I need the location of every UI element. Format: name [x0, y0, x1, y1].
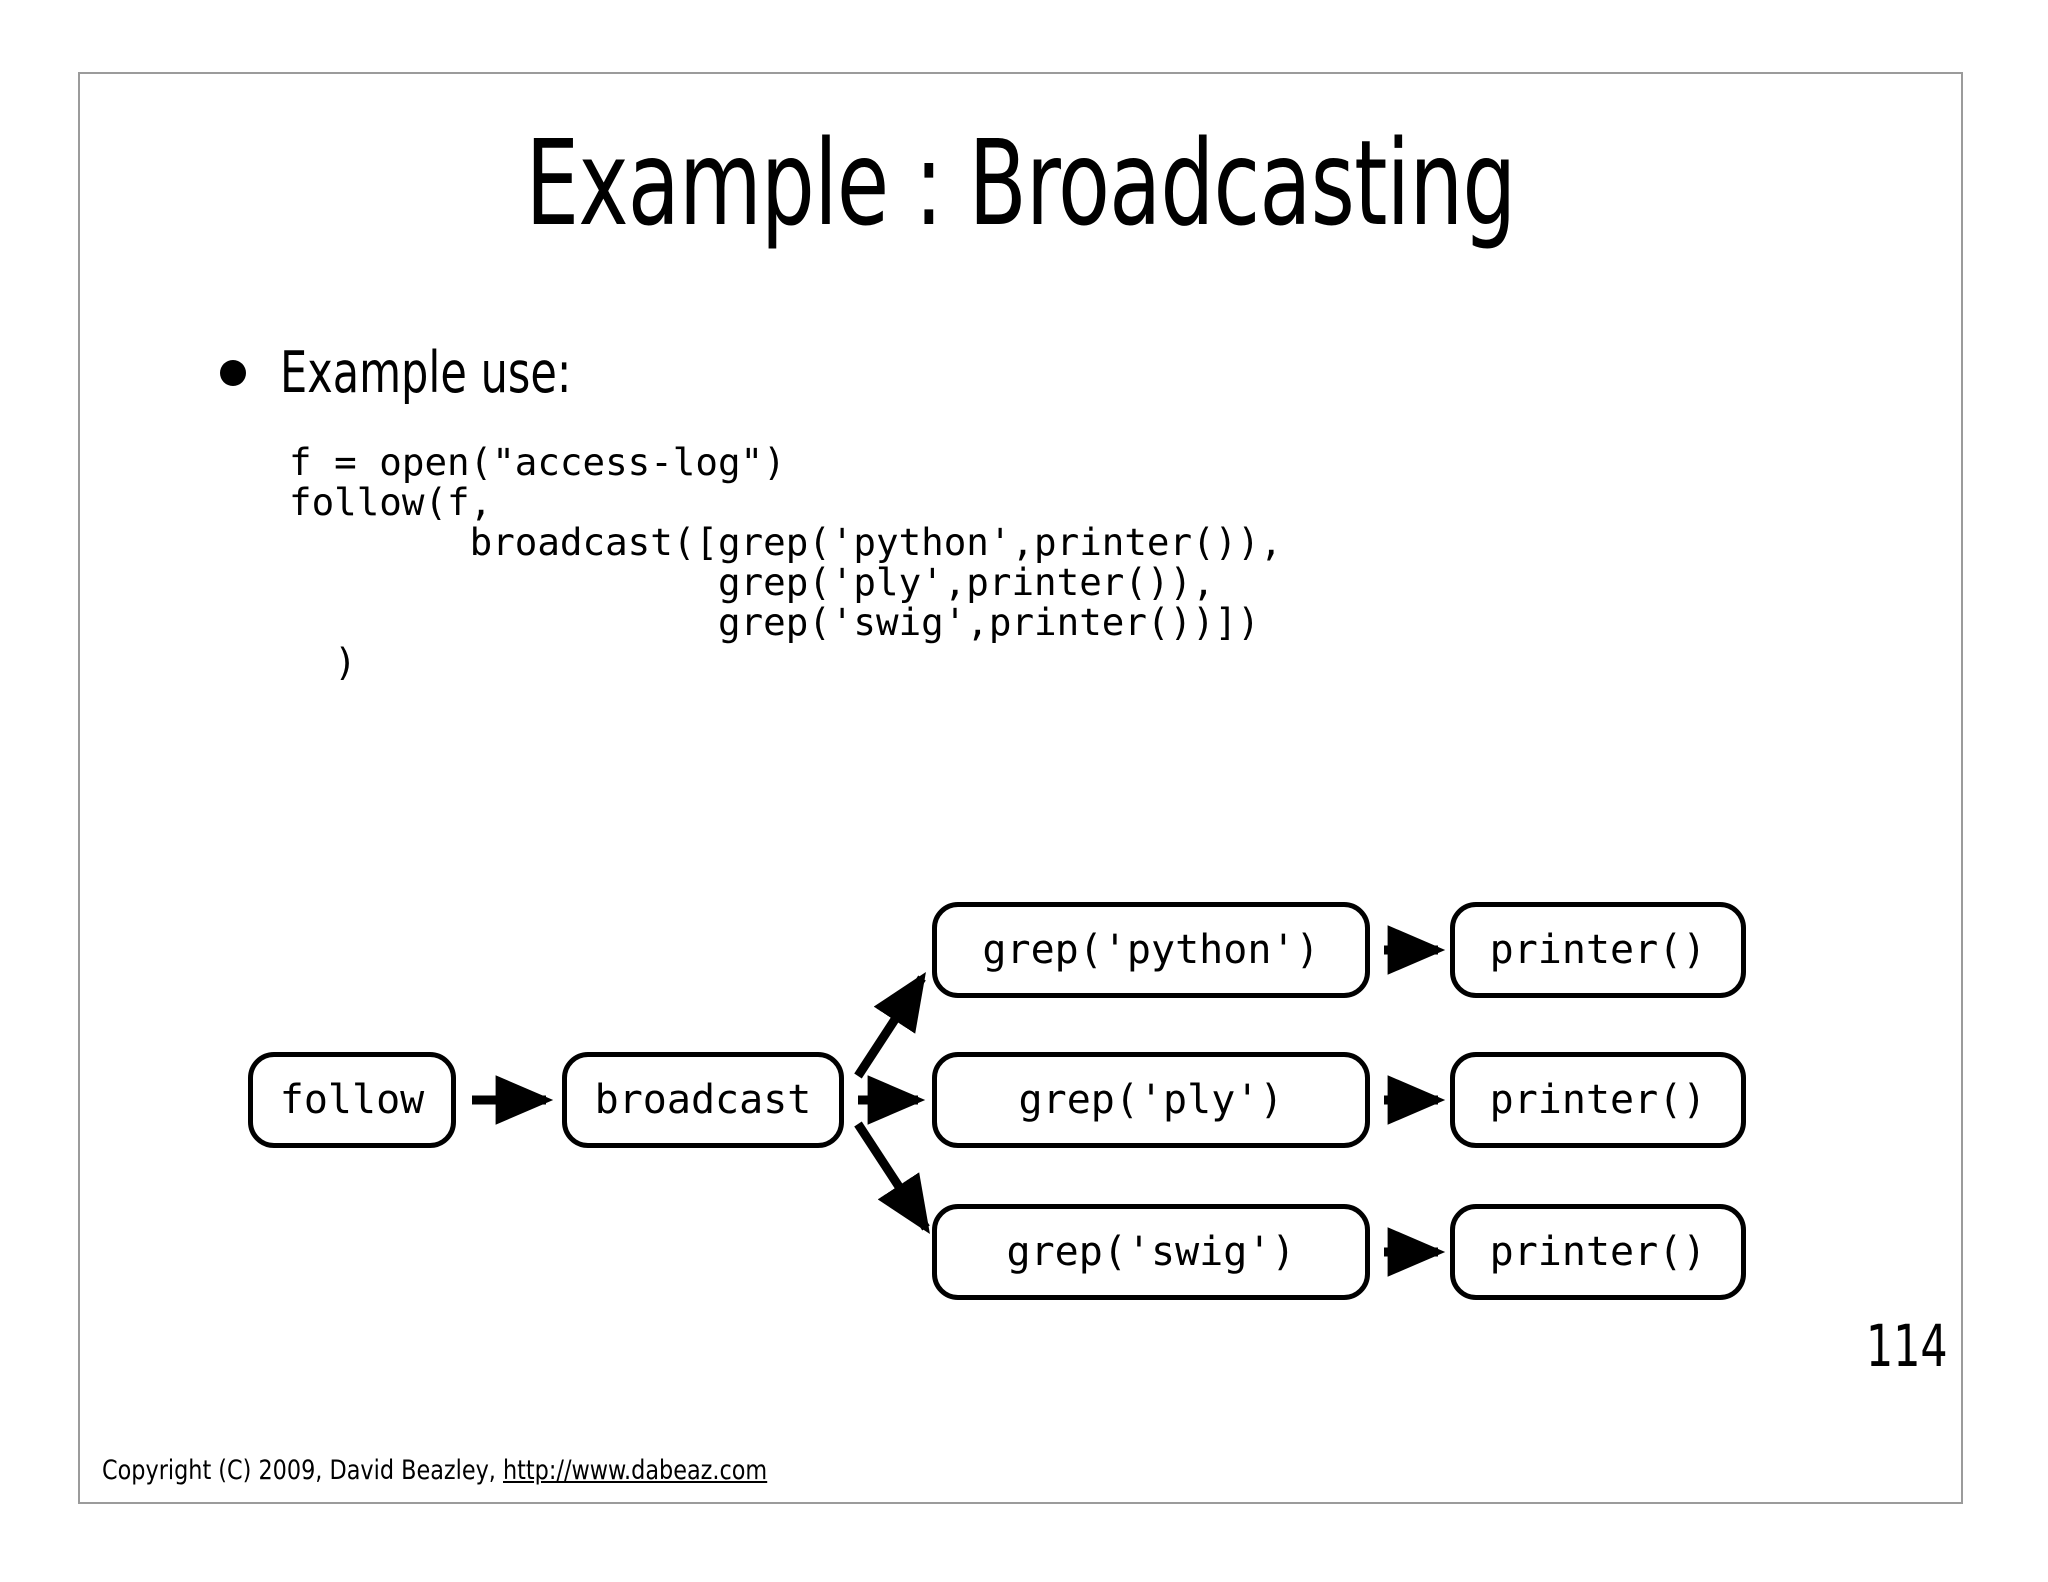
arrow-broadcast-to-grep-python: [854, 971, 926, 1079]
slide-canvas: Example : Broadcasting Example use: f = …: [78, 72, 1963, 1504]
node-printer-2-label: printer(): [1489, 1077, 1707, 1123]
node-grep-swig-label: grep('swig'): [1006, 1229, 1296, 1275]
node-grep-ply-label: grep('ply'): [1018, 1077, 1284, 1123]
node-printer-3-label: printer(): [1489, 1229, 1707, 1275]
node-printer-1[interactable]: printer(): [1450, 902, 1746, 998]
node-grep-ply[interactable]: grep('ply'): [932, 1052, 1370, 1148]
node-printer-3[interactable]: printer(): [1450, 1204, 1746, 1300]
node-grep-python[interactable]: grep('python'): [932, 902, 1370, 998]
footer-url-link[interactable]: http://www.dabeaz.com: [503, 1455, 768, 1486]
code-block: f = open("access-log") follow(f, broadca…: [289, 439, 1283, 684]
arrow-broadcast-to-grep-swig: [854, 1121, 930, 1235]
node-printer-1-label: printer(): [1489, 927, 1707, 973]
bullet-item-example-use: Example use:: [220, 340, 627, 406]
footer-copyright-text: Copyright (C) 2009, David Beazley,: [102, 1455, 496, 1486]
node-follow-label: follow: [279, 1077, 425, 1123]
page-title: Example : Broadcasting: [525, 114, 1516, 252]
node-broadcast-label: broadcast: [594, 1077, 812, 1123]
page-number: 114: [1866, 1312, 1948, 1380]
node-grep-python-label: grep('python'): [982, 927, 1320, 973]
bullet-item-label: Example use:: [280, 340, 572, 406]
node-printer-2[interactable]: printer(): [1450, 1052, 1746, 1148]
footer-copyright: Copyright (C) 2009, David Beazley, http:…: [102, 1455, 767, 1486]
bullet-dot-icon: [220, 360, 246, 386]
node-broadcast[interactable]: broadcast: [562, 1052, 844, 1148]
node-grep-swig[interactable]: grep('swig'): [932, 1204, 1370, 1300]
node-follow[interactable]: follow: [248, 1052, 456, 1148]
